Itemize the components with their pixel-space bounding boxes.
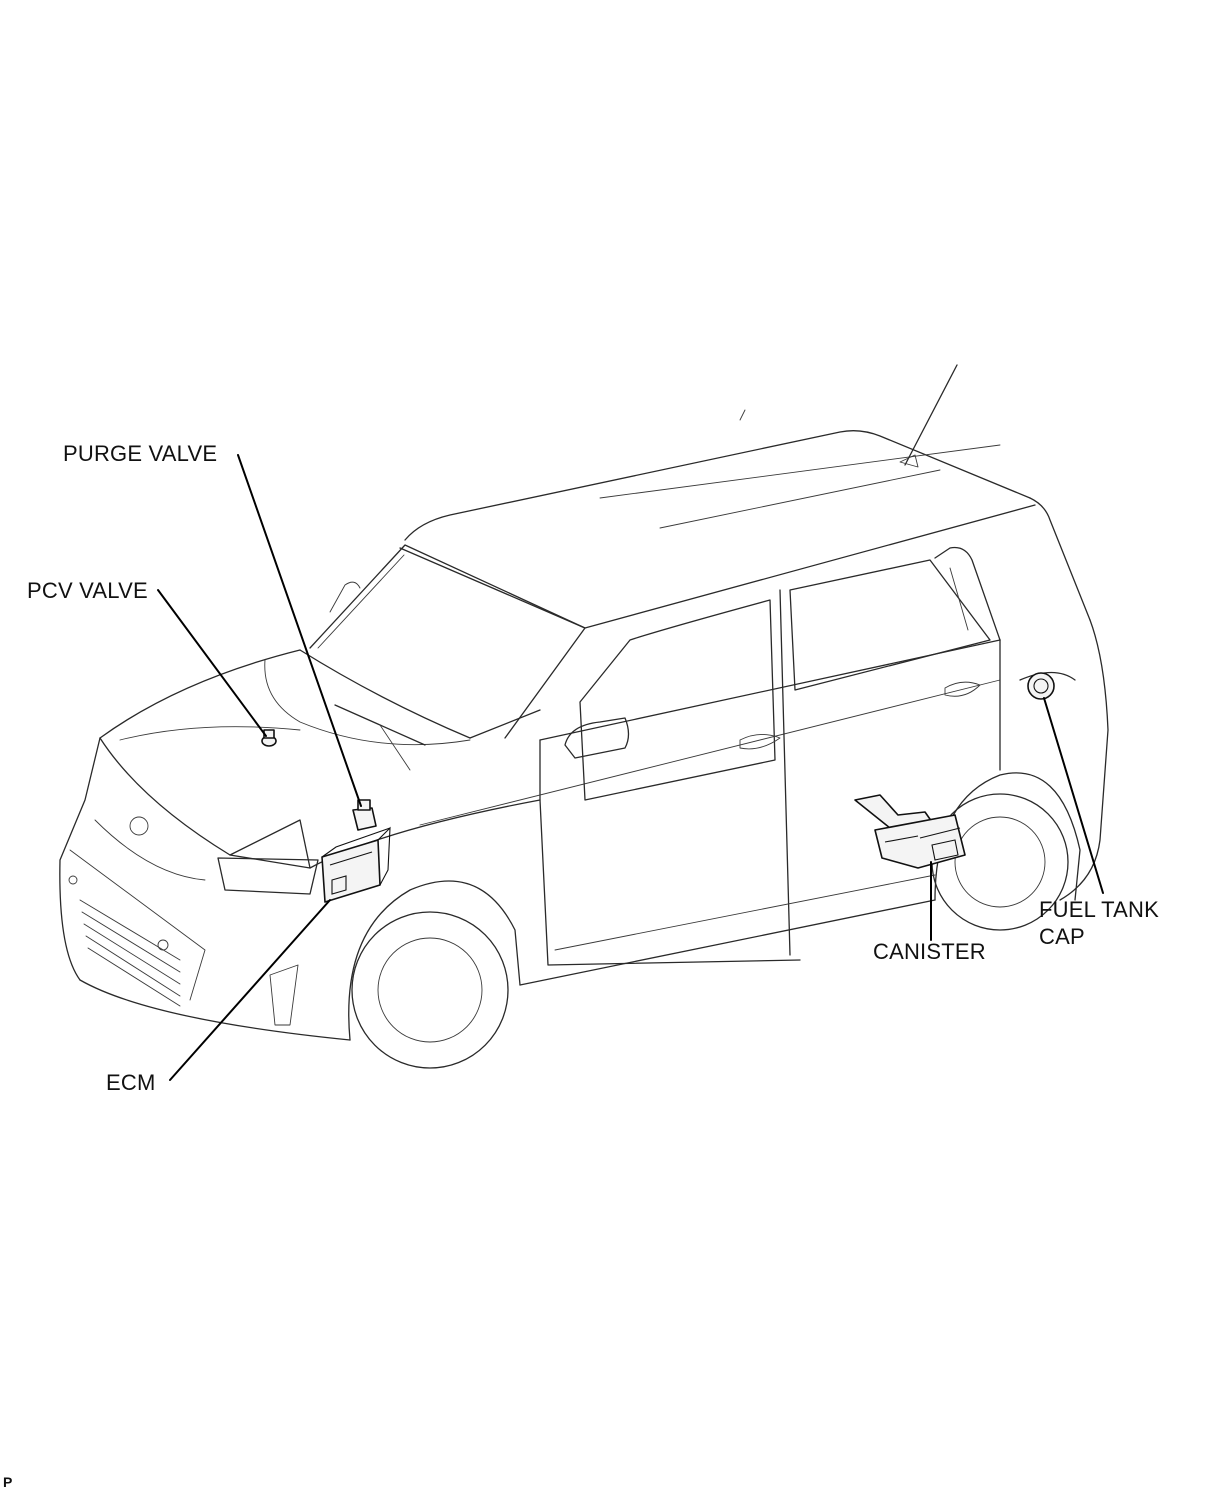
pcv-valve-leader [157,589,267,737]
purge-valve-leader [237,454,362,807]
corner-mark: P [3,1474,13,1490]
purge-valve-label: PURGE VALVE [63,441,218,466]
fuel-tank-cap-leader [1043,697,1104,894]
ecm-part [321,826,391,903]
ecm-label: ECM [106,1070,156,1095]
leader-lines [157,454,1104,1081]
purge-valve-part [352,799,377,831]
fuel-tank-cap-label-line1: FUEL TANK [1039,897,1159,922]
fuel-tank-cap-label-line2: CAP [1039,924,1085,949]
pcv-valve-part [261,729,277,747]
canister-part [854,794,966,869]
fuel-tank-cap-part [1027,672,1055,700]
pcv-valve-label: PCV VALVE [27,578,148,603]
canister-label: CANISTER [873,939,986,964]
ecm-leader [169,899,331,1081]
vehicle-body [59,364,1109,1069]
